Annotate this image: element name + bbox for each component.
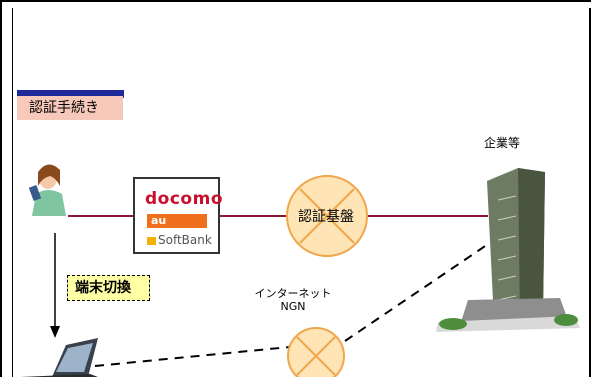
auth-platform-node	[286, 175, 368, 257]
softbank-logo: SoftBank	[147, 233, 212, 247]
laptop-icon	[20, 338, 98, 377]
left-border	[0, 0, 2, 377]
auth-procedure-bar	[17, 90, 124, 98]
au-logo: au	[147, 214, 207, 228]
ngn-label: NGN	[280, 300, 306, 313]
right-border	[589, 8, 591, 377]
switch-arrow-head	[50, 326, 60, 338]
docomo-logo: docomo	[145, 189, 223, 209]
terminal-switch-label: 端末切換	[67, 275, 150, 301]
softbank-text: SoftBank	[158, 233, 212, 247]
auth-procedure-tag: 認証手続き	[17, 90, 130, 124]
company-label: 企業等	[484, 136, 521, 150]
internet-ngn-label: インターネット NGN	[248, 287, 338, 313]
top-border	[0, 0, 591, 2]
user-person-icon	[28, 164, 66, 216]
inner-left-border	[12, 8, 13, 377]
carrier-box: docomo au SoftBank	[133, 177, 223, 254]
internet-node	[287, 327, 345, 377]
softbank-mark-icon	[147, 236, 156, 245]
auth-platform-label: 認証基盤	[298, 209, 354, 225]
auth-procedure-label: 認証手続き	[17, 96, 123, 120]
internet-label: インターネット	[254, 287, 332, 300]
link-laptop-internet	[94, 346, 291, 367]
company-building-icon	[436, 168, 580, 332]
